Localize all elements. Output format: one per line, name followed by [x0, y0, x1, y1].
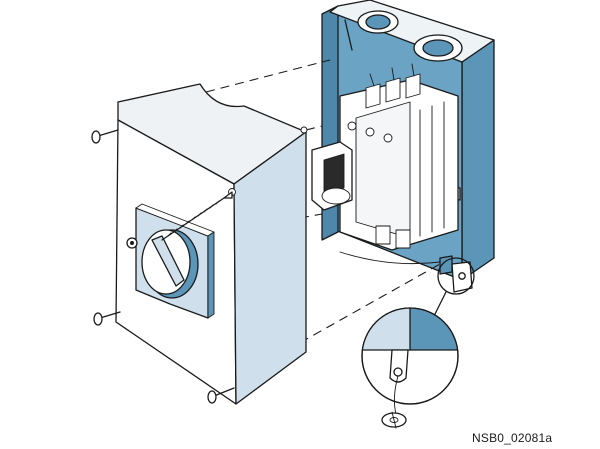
screw-bottom-left [93, 311, 121, 326]
cover-right-face [233, 131, 307, 405]
screw-top-left [91, 129, 119, 144]
enclosure-side-wall [461, 39, 495, 281]
seal-ring [381, 411, 407, 429]
rotary-handle [126, 203, 215, 319]
screw-bottom-right [207, 387, 235, 404]
mounting-tab [439, 255, 473, 293]
long-screw [161, 191, 233, 241]
cable-gland-entries [357, 10, 463, 62]
actuator-stub [311, 141, 353, 211]
cover-screws [91, 129, 235, 404]
circuit-breaker-device [311, 63, 461, 265]
top-terminals [365, 63, 421, 109]
figure-reference-code: NSB0_02081a [472, 431, 553, 445]
